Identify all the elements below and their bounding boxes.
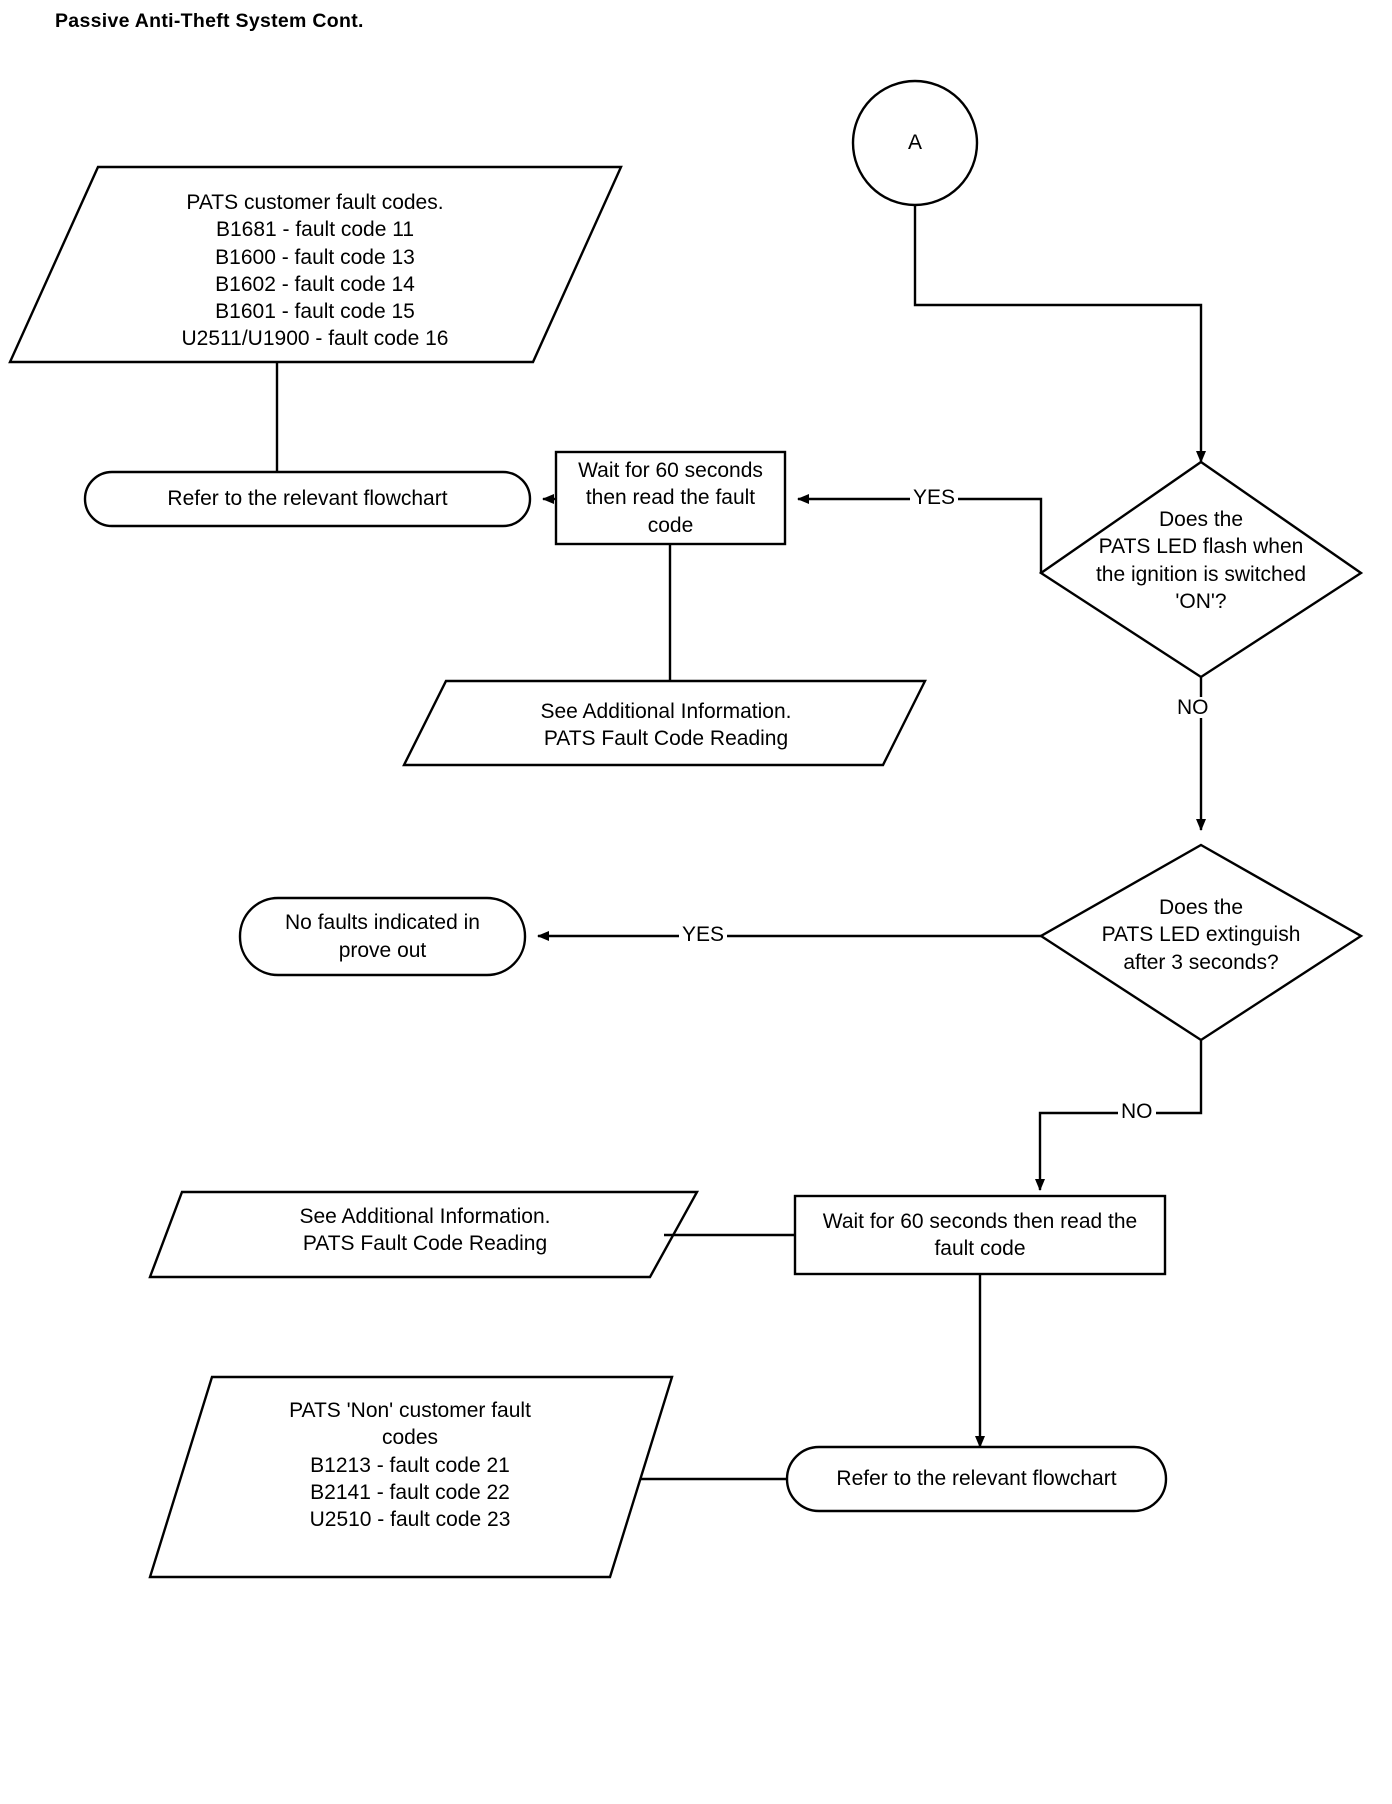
- refer-flowchart-top-text: Refer to the relevant flowchart: [167, 487, 448, 511]
- edge-yes-flash-to-wait: [877, 497, 1043, 573]
- edge-a-to-decision-flash: [913, 205, 1206, 463]
- edge-label-no-extinguish: NO: [1118, 1101, 1156, 1122]
- connector-label-a: A: [907, 131, 922, 155]
- shape-non-customer-fault-codes: [148, 1375, 674, 1579]
- decision-led-flash-text: Does the PATS LED flash when the ignitio…: [1095, 508, 1307, 613]
- wait-60-bottom-text: Wait for 60 seconds then read the fault …: [822, 1209, 1138, 1260]
- see-info-top-text: See Additional Information. PATS Fault C…: [540, 700, 792, 751]
- shape-customer-fault-codes: [8, 165, 623, 364]
- shape-refer-flowchart-top: [83, 470, 532, 528]
- page-title: Passive Anti-Theft System Cont.: [55, 10, 364, 32]
- edge-label-yes-flash: YES: [910, 487, 959, 508]
- shape-see-info-top: [402, 679, 927, 767]
- customer-fault-codes-text: PATS customer fault codes. B1681 - fault…: [181, 191, 449, 351]
- non-customer-fault-codes-text: PATS 'Non' customer fault codes B1213 - …: [289, 1399, 531, 1532]
- edge-label-yes-extinguish: YES: [679, 924, 728, 945]
- decision-led-extinguish-text: Does the PATS LED extinguish after 3 sec…: [1101, 896, 1301, 974]
- edge-label-no-flash: NO: [1174, 697, 1212, 718]
- wait-60-top-text: Wait for 60 seconds then read the fault …: [578, 459, 763, 537]
- refer-flowchart-bottom-text: Refer to the relevant flowchart: [836, 1467, 1117, 1491]
- see-info-bottom-text: See Additional Information. PATS Fault C…: [299, 1205, 551, 1256]
- shape-see-info-bottom: [148, 1190, 700, 1279]
- no-faults-text: No faults indicated in prove out: [285, 911, 480, 962]
- shape-no-faults: [238, 896, 527, 977]
